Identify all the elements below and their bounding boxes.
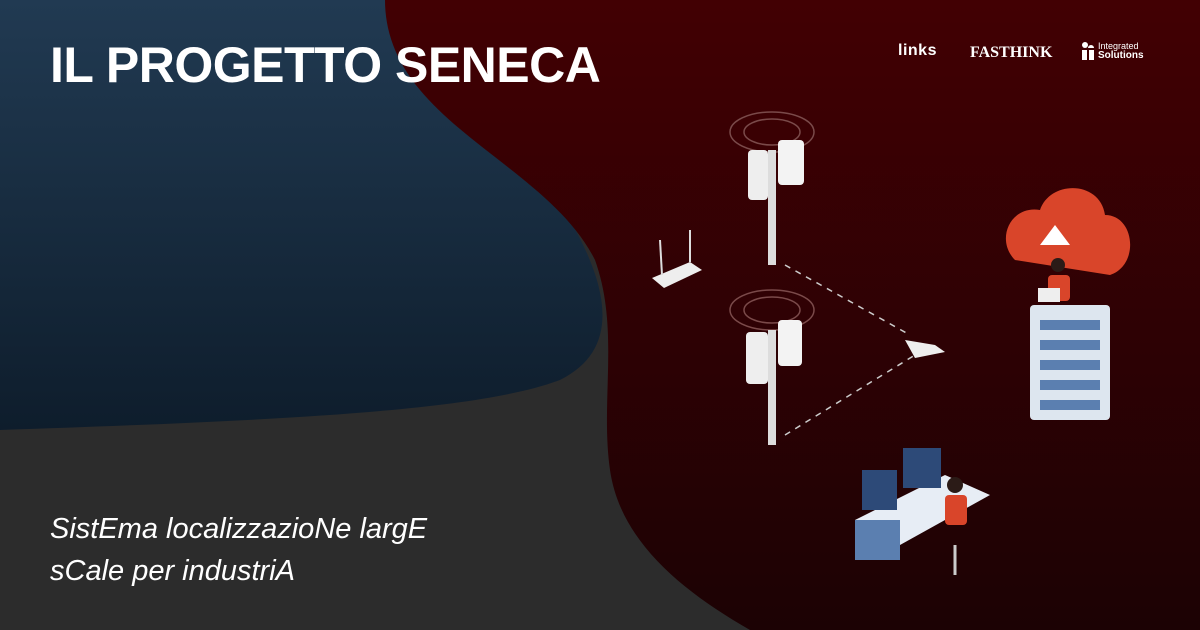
- fasthink-logo: FASTHINK: [970, 44, 1052, 62]
- red-shape: [385, 0, 1200, 630]
- router-icon: [652, 230, 702, 288]
- links-logo: links: [898, 42, 937, 60]
- logo-text-line1: Integrated: [1098, 41, 1139, 51]
- logo-text-line2: Solutions: [1098, 50, 1144, 61]
- server-rack-icon: [1030, 305, 1110, 420]
- cloud-icon: [1005, 188, 1131, 275]
- person-on-server-icon: [1038, 258, 1070, 302]
- workstation-icon: [855, 448, 990, 575]
- subtitle-line-1: SistEma localizzazioNe largE: [50, 513, 428, 545]
- subtitle-line-2: sCale per industriA: [50, 555, 295, 587]
- integrated-solutions-mark-icon: [1082, 42, 1094, 60]
- fasthink-logo-text: FASTHINK: [970, 44, 1053, 61]
- page-title: IL PROGETTO SENECA: [50, 37, 601, 93]
- subtitle: SistEma localizzazioNe largE sCale per i…: [50, 508, 570, 592]
- robot-vehicle-icon: [905, 340, 945, 358]
- network-illustration: [652, 111, 1131, 575]
- links-logo-text: links: [898, 42, 937, 59]
